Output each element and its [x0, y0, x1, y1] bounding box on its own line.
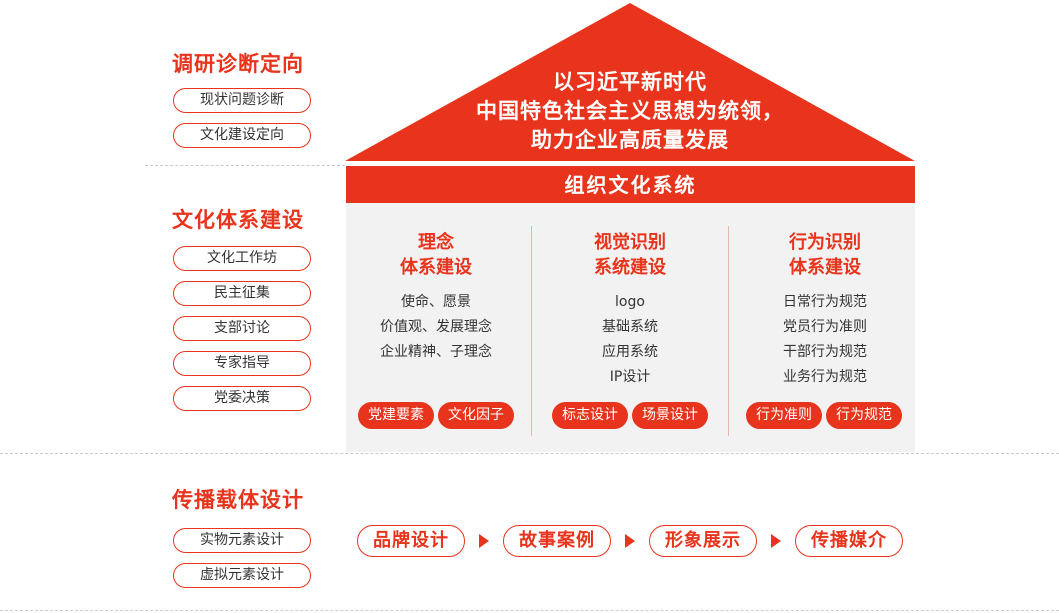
column-title-line: 理念 [418, 232, 454, 253]
chip-behavior-rules: 行为准则 [746, 402, 822, 429]
column-items: logo 基础系统 应用系统 IP设计 [535, 290, 725, 390]
column-concept: 理念 体系建设 使命、愿景 价值观、发展理念 企业精神、子理念 [341, 230, 531, 365]
roof-line-1: 以习近平新时代 [553, 70, 707, 94]
column-item: 日常行为规范 [783, 294, 867, 310]
column-separator-1 [531, 226, 532, 436]
column-items: 日常行为规范 党员行为准则 干部行为规范 业务行为规范 [730, 290, 920, 390]
system-item-branch-discussion: 支部讨论 [173, 316, 311, 341]
band-title: 组织文化系统 [564, 173, 697, 197]
carrier-item-virtual: 虚拟元素设计 [173, 563, 311, 588]
column-visual: 视觉识别 系统建设 logo 基础系统 应用系统 IP设计 [535, 230, 725, 390]
flow-step-media: 传播媒介 [795, 525, 903, 557]
column-item: 干部行为规范 [783, 344, 867, 360]
system-item-workshop: 文化工作坊 [173, 246, 311, 271]
section-title-system: 文化体系建设 [172, 208, 304, 232]
column-item: IP设计 [609, 369, 651, 385]
column-item: 党员行为准则 [783, 319, 867, 335]
chip-culture-factors: 文化因子 [438, 402, 514, 429]
flow-step-story-cases: 故事案例 [503, 525, 611, 557]
flow-step-image-display: 形象展示 [649, 525, 757, 557]
column-item: 业务行为规范 [783, 369, 867, 385]
section-title-research: 调研诊断定向 [172, 52, 304, 76]
divider-bottom [0, 610, 1059, 611]
section-title-carrier: 传播载体设计 [172, 488, 304, 512]
column-title-line: 体系建设 [789, 257, 861, 278]
column-title-line: 视觉识别 [594, 232, 666, 253]
chip-behavior-norms: 行为规范 [826, 402, 902, 429]
flow-step-brand-design: 品牌设计 [357, 525, 465, 557]
divider-middle [0, 453, 1059, 454]
carrier-item-physical: 实物元素设计 [173, 528, 311, 553]
column-title-line: 行为识别 [789, 232, 861, 253]
chip-party-elements: 党建要素 [358, 402, 434, 429]
system-item-expert-guidance: 专家指导 [173, 351, 311, 376]
column-item: 企业精神、子理念 [380, 344, 492, 360]
column-behavior: 行为识别 体系建设 日常行为规范 党员行为准则 干部行为规范 业务行为规范 [730, 230, 920, 390]
arrow-right-icon [479, 534, 489, 548]
column-item: 价值观、发展理念 [380, 319, 492, 335]
column-item: 应用系统 [602, 344, 658, 360]
column-separator-2 [728, 226, 729, 436]
research-item-diagnosis: 现状问题诊断 [173, 88, 311, 113]
roof-line-2: 中国特色社会主义思想为统领， [476, 99, 784, 123]
arrow-right-icon [625, 534, 635, 548]
divider-top [145, 165, 345, 166]
system-item-committee-decision: 党委决策 [173, 386, 311, 411]
chip-scene-design: 场景设计 [632, 402, 708, 429]
column-items: 使命、愿景 价值观、发展理念 企业精神、子理念 [341, 290, 531, 365]
column-title-line: 体系建设 [400, 257, 472, 278]
research-item-orientation: 文化建设定向 [173, 123, 311, 148]
house-roof [345, 3, 915, 161]
column-item: 使命、愿景 [401, 294, 471, 310]
roof-line-3: 助力企业高质量发展 [531, 128, 729, 152]
chip-logo-design: 标志设计 [552, 402, 628, 429]
system-item-collection: 民主征集 [173, 281, 311, 306]
column-title-line: 系统建设 [594, 257, 666, 278]
house-band [346, 166, 915, 203]
arrow-right-icon [771, 534, 781, 548]
column-item: 基础系统 [602, 319, 658, 335]
column-item: logo [615, 294, 645, 310]
